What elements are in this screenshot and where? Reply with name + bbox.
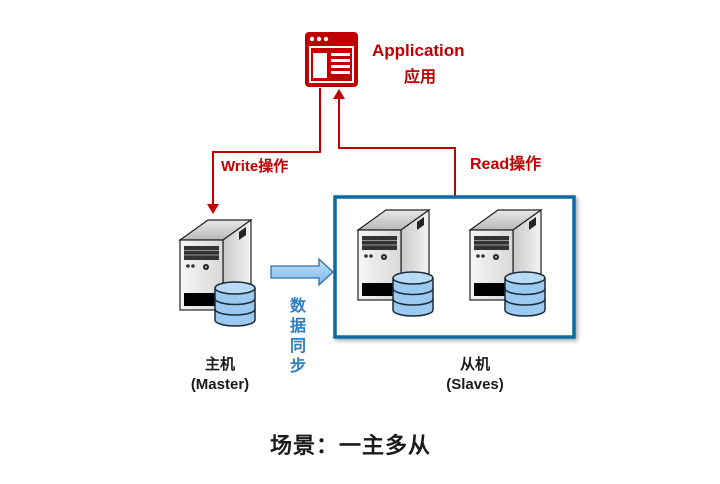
slave-server-icon-1: [357, 209, 434, 317]
slaves-label-en: (Slaves): [446, 376, 504, 393]
application-label-en: Application: [372, 41, 465, 60]
data-sync-arrow: [270, 257, 334, 287]
master-label-en: (Master): [190, 376, 250, 393]
master-server-icon: [179, 219, 256, 327]
data-sync-label-line1: 数据: [289, 298, 306, 335]
slave-server-icon-2: [469, 209, 546, 317]
application-label-cn: 应用: [404, 69, 437, 86]
data-sync-label: 数据 同步: [283, 297, 313, 377]
data-sync-label-line2: 同步: [289, 338, 306, 375]
slaves-label: 从机 (Slaves): [420, 355, 530, 395]
slaves-label-cn: 从机: [459, 356, 490, 373]
master-label-cn: 主机: [204, 356, 235, 373]
application-window-icon: [305, 32, 358, 87]
write-arrow: [207, 88, 321, 214]
master-label: 主机 (Master): [170, 355, 270, 395]
read-arrow: [333, 89, 456, 197]
diagram-caption: 场景：一主多从: [270, 433, 432, 458]
write-operation-label: Write操作: [221, 158, 289, 175]
read-operation-label: Read操作: [470, 156, 542, 173]
